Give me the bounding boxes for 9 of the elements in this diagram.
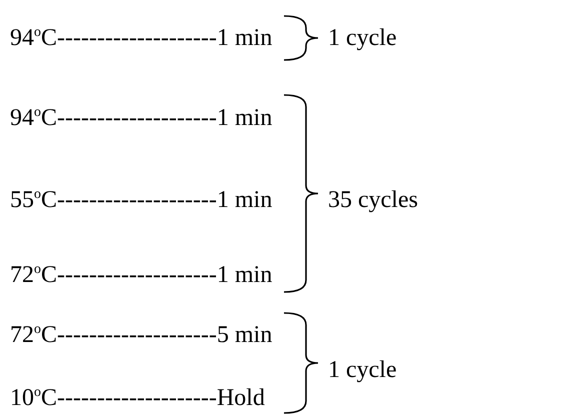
step-text: 72$^{o}$C--------------------5 min: [10, 321, 272, 349]
step-text: 55$^{o}$C--------------------1 min: [10, 186, 272, 214]
step-text: 10$^{o}$C--------------------Hold: [10, 384, 265, 412]
cycle-count-label: 1 cycle: [328, 24, 397, 52]
cycle-count-label: 1 cycle: [328, 356, 397, 384]
step-text: 72$^{o}$C--------------------1 min: [10, 261, 272, 289]
step-text: 94$^{o}$C--------------------1 min: [10, 24, 272, 52]
step-text: 94$^{o}$C--------------------1 min: [10, 104, 272, 132]
cycle-count-label: 35 cycles: [328, 186, 418, 214]
